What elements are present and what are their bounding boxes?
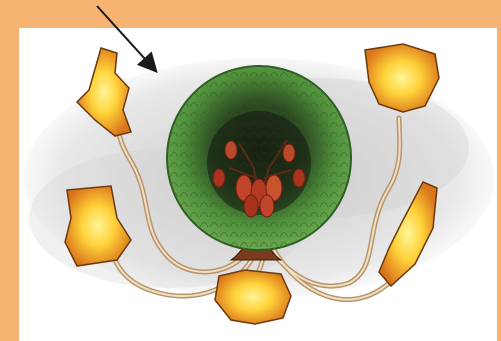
tree-icon [167,66,351,250]
cocoa-tree-illustration [19,28,497,341]
illustration-card [19,28,497,341]
